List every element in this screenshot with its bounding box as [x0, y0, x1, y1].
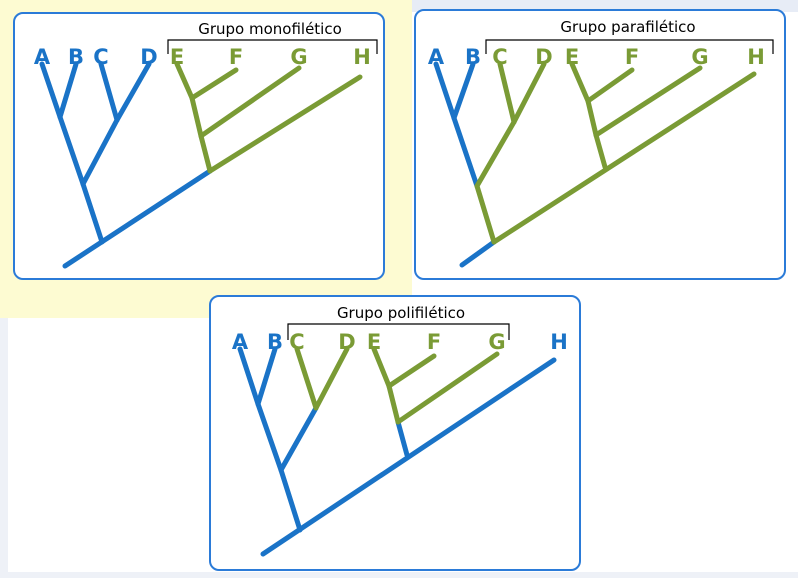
- branch-g: [198, 65, 302, 139]
- branch-f: [189, 67, 239, 101]
- branch-h: [491, 71, 757, 245]
- group-bracket: [485, 39, 774, 54]
- taxon-label-d: D: [338, 330, 355, 354]
- taxon-label-f: F: [229, 45, 243, 69]
- cladogram-monophyletic: Grupo monofilético A B C D E F G H: [34, 20, 378, 269]
- taxon-label-f: F: [625, 45, 639, 69]
- branch-efg: [198, 133, 213, 174]
- branch-e: [371, 346, 392, 389]
- group-title: Grupo monofilético: [198, 20, 342, 38]
- branch-cd: [474, 119, 517, 189]
- branch-g: [593, 65, 703, 138]
- taxon-label-c: C: [289, 330, 304, 354]
- panel-monophyletic: Grupo monofilético A B C D E F G H: [13, 12, 385, 280]
- branch-ab: [255, 401, 284, 473]
- group-title: Grupo polifilético: [337, 304, 465, 322]
- branch-efg: [593, 132, 608, 170]
- panel-paraphyletic: Grupo parafilético A B C D E F G H: [414, 9, 786, 280]
- panel-polyphyletic: Grupo polifilético A B C D E F G H: [209, 295, 581, 571]
- branch-ef: [386, 383, 401, 425]
- branch-ab: [57, 114, 86, 187]
- taxon-label-e: E: [565, 45, 579, 69]
- branch-cd: [278, 405, 319, 473]
- taxon-label-g: G: [488, 330, 505, 354]
- branch-efg: [395, 419, 410, 458]
- branch-abcd: [80, 181, 105, 245]
- branch-e: [569, 61, 591, 104]
- branch-a: [433, 61, 457, 121]
- branch-c: [294, 346, 319, 411]
- branch-root-stub: [459, 239, 497, 268]
- branch-a: [237, 346, 261, 407]
- branch-f: [585, 67, 635, 104]
- group-title: Grupo parafilético: [560, 18, 695, 36]
- left-edge: [0, 318, 8, 578]
- taxon-label-h: H: [550, 330, 568, 354]
- branch-ab: [451, 115, 480, 189]
- taxon-label-g: G: [290, 45, 307, 69]
- branch-d: [114, 61, 152, 123]
- branch-root-green: [474, 183, 497, 245]
- branch-abcd: [278, 467, 303, 533]
- taxon-label-c: C: [93, 45, 108, 69]
- branch-b: [451, 61, 476, 121]
- branch-c: [98, 61, 120, 123]
- taxon-label-d: D: [140, 45, 157, 69]
- taxon-label-f: F: [427, 330, 441, 354]
- cladogram-paraphyletic: Grupo parafilético A B C D E F G H: [428, 18, 774, 268]
- branch-d: [511, 61, 547, 125]
- branch-a: [39, 61, 63, 120]
- group-bracket: [287, 323, 510, 340]
- taxon-label-a: A: [34, 45, 51, 69]
- taxon-label-a: A: [428, 45, 445, 69]
- branch-e: [174, 61, 195, 101]
- cladogram-polyphyletic: Grupo polifilético A B C D E F G H: [232, 304, 568, 557]
- branch-c: [497, 61, 517, 125]
- taxon-label-c: C: [492, 45, 507, 69]
- branch-b: [255, 346, 278, 407]
- branch-ef: [585, 98, 599, 138]
- taxon-label-d: D: [535, 45, 552, 69]
- taxon-label-b: B: [68, 45, 84, 69]
- taxon-label-e: E: [170, 45, 184, 69]
- taxon-label-b: B: [465, 45, 481, 69]
- branch-d: [313, 346, 350, 411]
- taxon-label-g: G: [691, 45, 708, 69]
- branch-g: [395, 351, 500, 425]
- taxon-label-h: H: [353, 45, 371, 69]
- branch-cd: [80, 117, 120, 187]
- taxon-label-e: E: [367, 330, 381, 354]
- bottom-edge: [0, 572, 798, 578]
- taxon-label-a: A: [232, 330, 249, 354]
- branch-b: [57, 61, 79, 120]
- branch-h: [207, 74, 363, 174]
- branch-ef: [189, 95, 204, 139]
- group-bracket: [167, 39, 378, 54]
- branch-f: [386, 353, 437, 389]
- taxon-label-b: B: [267, 330, 283, 354]
- branch-root: [62, 168, 213, 269]
- taxon-label-h: H: [747, 45, 765, 69]
